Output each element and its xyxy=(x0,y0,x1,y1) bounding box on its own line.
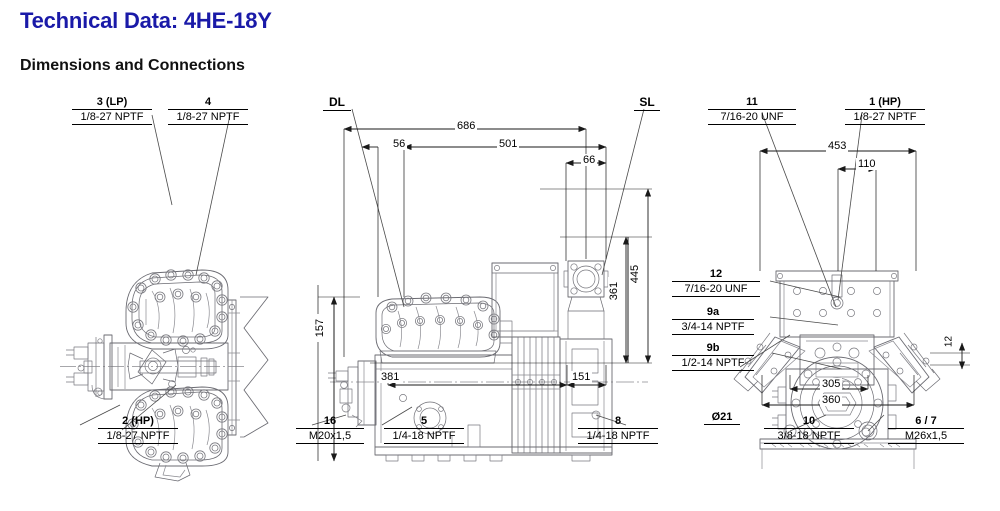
callout-8: 8 1/4-18 NPTF xyxy=(578,415,658,444)
callout-thread: 1/2-14 NPTF xyxy=(672,356,754,371)
callout-number: 8 xyxy=(578,415,658,430)
callout-number: SL xyxy=(634,95,660,112)
callout-9b: 9b 1/2-14 NPTF xyxy=(672,342,754,371)
callout-thread: 7/16-20 UNF xyxy=(708,110,796,125)
callout-number: 5 xyxy=(384,415,464,430)
callout-thread: M26x1,5 xyxy=(888,429,964,444)
view-top-drawing xyxy=(60,269,269,482)
callout-thread: 3/4-14 NPTF xyxy=(672,320,754,335)
callout-number: 9b xyxy=(672,342,754,357)
callout-number: 10 xyxy=(764,415,854,430)
dimension-157: 157 xyxy=(314,314,326,342)
dimension-361: 361 xyxy=(608,277,620,305)
callout-sl: SL xyxy=(634,95,660,112)
dimension-56: 56 xyxy=(391,138,408,150)
callout-number: Ø21 xyxy=(704,411,740,426)
dimension-360: 360 xyxy=(820,394,843,406)
callout-2-hp: 2 (HP) 1/8-27 NPTF xyxy=(98,415,178,444)
dimension-501: 501 xyxy=(497,138,520,150)
dimension-12: 12 xyxy=(943,330,955,353)
callout-number: 6 / 7 xyxy=(888,415,964,430)
callout-number: 4 xyxy=(168,96,248,111)
callout-thread: 1/8-27 NPTF xyxy=(845,110,925,125)
dimension-381: 381 xyxy=(379,371,402,383)
dimension-305: 305 xyxy=(820,378,843,390)
callout-number: 12 xyxy=(672,268,760,283)
dimension-66: 66 xyxy=(581,154,598,166)
leader-lines xyxy=(79,108,885,432)
dimension-445: 445 xyxy=(629,260,641,288)
callout-16: 16 M20x1,5 xyxy=(296,415,364,444)
dimension-453: 453 xyxy=(826,140,849,152)
callout-11: 11 7/16-20 UNF xyxy=(708,96,796,125)
callout-12: 12 7/16-20 UNF xyxy=(672,268,760,297)
callout-number: 9a xyxy=(672,306,754,321)
section-subtitle: Dimensions and Connections xyxy=(20,57,245,74)
callout-9a: 9a 3/4-14 NPTF xyxy=(672,306,754,335)
callout-thread: 1/4-18 NPTF xyxy=(578,429,658,444)
callout-number: 16 xyxy=(296,415,364,430)
callout-thread: 7/16-20 UNF xyxy=(672,282,760,297)
callout-thread: 1/4-18 NPTF xyxy=(384,429,464,444)
callout-3-lp: 3 (LP) 1/8-27 NPTF xyxy=(72,96,152,125)
callout-4: 4 1/8-27 NPTF xyxy=(168,96,248,125)
callout-10: 10 3/8-18 NPTF xyxy=(764,415,854,444)
page-title: Technical Data: 4HE-18Y xyxy=(20,8,272,33)
dimension-686: 686 xyxy=(455,120,478,132)
dimension-lines xyxy=(317,125,970,462)
callout-thread: M20x1,5 xyxy=(296,429,364,444)
callout-thread: 1/8-27 NPTF xyxy=(168,110,248,125)
callout-dl: DL xyxy=(323,95,351,112)
callout-1-hp: 1 (HP) 1/8-27 NPTF xyxy=(845,96,925,125)
callout-number: 2 (HP) xyxy=(98,415,178,430)
dimension-drawing xyxy=(0,85,1000,511)
dimension-110: 110 xyxy=(856,158,878,170)
callout-number: DL xyxy=(323,95,351,112)
callout-diameter-21: Ø21 xyxy=(704,411,740,426)
callout-thread: 1/8-27 NPTF xyxy=(98,429,178,444)
callout-thread: 1/8-27 NPTF xyxy=(72,110,152,125)
view-side-drawing xyxy=(328,260,648,462)
callout-6-7: 6 / 7 M26x1,5 xyxy=(888,415,964,444)
callout-5: 5 1/4-18 NPTF xyxy=(384,415,464,444)
dimension-151: 151 xyxy=(570,371,593,383)
callout-number: 1 (HP) xyxy=(845,96,925,111)
callout-number: 3 (LP) xyxy=(72,96,152,111)
callout-thread: 3/8-18 NPTF xyxy=(764,429,854,444)
callout-number: 11 xyxy=(708,96,796,111)
